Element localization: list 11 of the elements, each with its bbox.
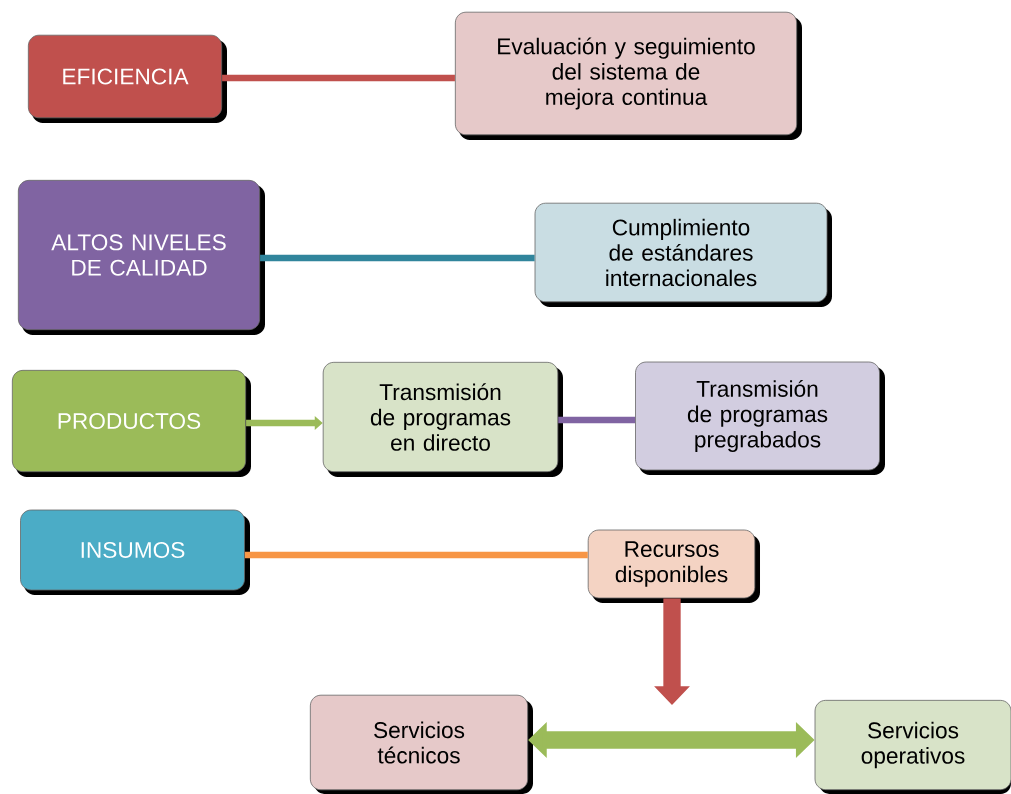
- process-box: Cumplimiento de estándares internacionales: [534, 202, 832, 307]
- process-box: Servicios operativos: [814, 699, 1011, 794]
- process-box: Transmisión de programas pregrabados: [635, 361, 885, 475]
- process-box: Transmisión de programas en directo: [322, 361, 563, 477]
- process-box: Recursos disponibles: [587, 529, 760, 603]
- process-box: EFICIENCIA: [27, 34, 227, 123]
- process-box: INSUMOS: [20, 509, 250, 595]
- process-box: Evaluación y seguimiento del sistema de mejora continua: [454, 11, 802, 140]
- process-box: ALTOS NIVELES DE CALIDAD: [17, 179, 265, 335]
- process-box: Servicios técnicos: [309, 694, 533, 794]
- process-box: PRODUCTOS: [11, 369, 251, 477]
